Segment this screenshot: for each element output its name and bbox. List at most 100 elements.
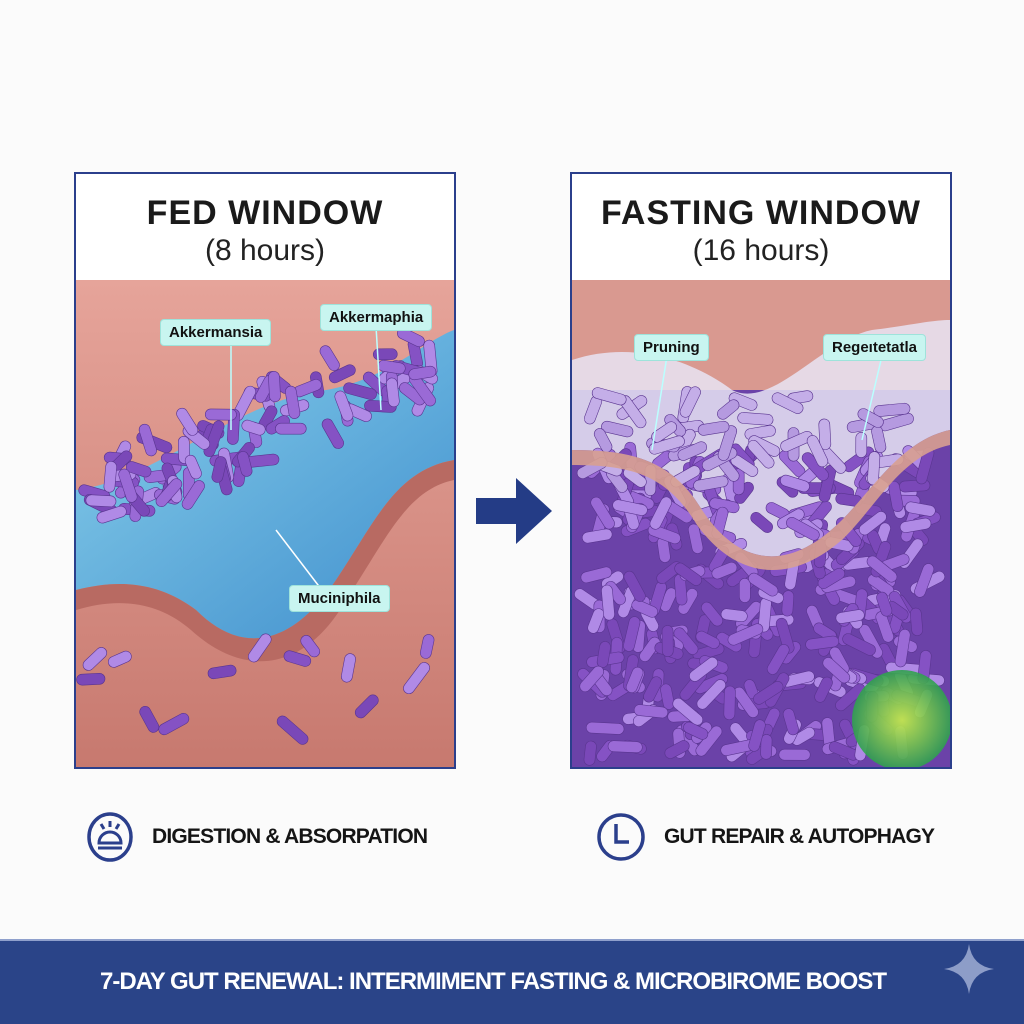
bacterium [184,454,202,480]
bacteria-label: Muciniphila [289,585,390,612]
fasting-window-panel: FASTING WINDOW (16 hours) Pruning Regeıt… [570,172,952,769]
bacterium [782,708,799,736]
bacterium [343,382,377,400]
bacterium [775,617,795,654]
fasting-caption: GUT REPAIR & AUTOPHAGY [596,812,935,862]
bacterium [341,653,356,683]
bacterium [711,561,738,580]
bacterium [771,392,804,414]
bacterium [283,650,312,667]
bacterium [822,657,851,684]
fasting-gut-illustration [572,280,950,767]
bacterium [408,365,437,381]
bacterium [748,572,779,597]
bacterium [728,392,758,411]
bacterium [176,407,199,436]
bacterium [914,563,935,598]
bacterium [672,697,704,726]
bacterium [780,474,810,493]
bacterium [203,420,225,458]
bacterium [748,719,766,752]
bacterium [687,523,704,554]
bacterium [781,590,795,617]
bacterium [733,686,759,718]
bacterium [85,494,117,508]
bacterium [372,348,398,361]
bacterium [158,712,190,736]
title-banner: 7-DAY GUT RENEWAL: INTERMIMENT FASTING &… [0,939,1024,1024]
bacterium [82,647,108,671]
bacterium [237,451,253,477]
panel-title: FED WINDOW [146,194,384,232]
bacterium [321,418,344,449]
bacterium [651,421,678,443]
bacterium [778,748,811,761]
bacterium [319,345,340,371]
bacterium [876,591,893,617]
food-cloche-icon [87,812,133,862]
bacterium [601,584,615,621]
bacterium [717,425,738,461]
bacterium [693,475,729,492]
bacterium [207,664,237,680]
bacterium [786,517,820,541]
bacterium [625,666,644,693]
bacterium [96,505,127,524]
bacterium [873,402,911,417]
bacterium [125,461,152,478]
bacterium [866,555,898,583]
bacterium [747,439,775,469]
bacterium [661,625,674,658]
bacterium [585,721,625,735]
fed-caption: DIGESTION & ABSORPATION [86,812,428,862]
bacterium [211,456,227,483]
bacterium [204,408,237,421]
bacterium [579,665,605,693]
bacterium [857,408,884,428]
bacterium [867,451,881,486]
bacterium [660,683,675,710]
bacterium [268,371,281,403]
bacterium [766,644,790,675]
bacterium [591,387,627,406]
bacterium [835,683,866,712]
bacterium [888,480,904,513]
banner-title: 7-DAY GUT RENEWAL: INTERMIMENT FASTING &… [100,968,887,995]
bacterium [107,650,132,668]
panel-title: FASTING WINDOW [601,194,921,232]
bacterium [580,566,613,584]
bacterium [806,435,829,468]
clock-icon [597,813,645,861]
bacterium [118,468,138,503]
bacterium [247,633,272,663]
bacterium [612,499,648,516]
bacterium [639,636,661,662]
bacterium [607,740,643,753]
bacterium [403,662,430,695]
bacterium [696,679,727,710]
bacterium [623,616,641,652]
caption-text: DIGESTION & ABSORPATION [152,825,428,848]
bacterium [697,420,730,436]
bacterium [76,673,106,686]
bacterium [354,694,379,719]
bacterium [420,634,435,659]
sparkle-icon [944,944,994,994]
fed-gut-illustration [76,280,454,767]
bacterium [181,480,205,510]
bacterium [631,599,658,618]
bacterium [590,496,615,530]
bacterium [904,501,936,517]
bacterium [587,608,605,634]
process-label: Regeıtetatla [823,334,927,361]
bacterium [276,715,309,745]
panel-subtitle: (16 hours) [692,234,830,267]
bacterium [817,567,846,589]
bacterium [805,635,840,651]
bacterium [285,385,301,419]
bacterium [723,685,736,721]
bacterium [700,601,724,627]
bacterium [241,419,266,436]
bacterium [647,524,681,545]
bacterium [328,364,356,384]
